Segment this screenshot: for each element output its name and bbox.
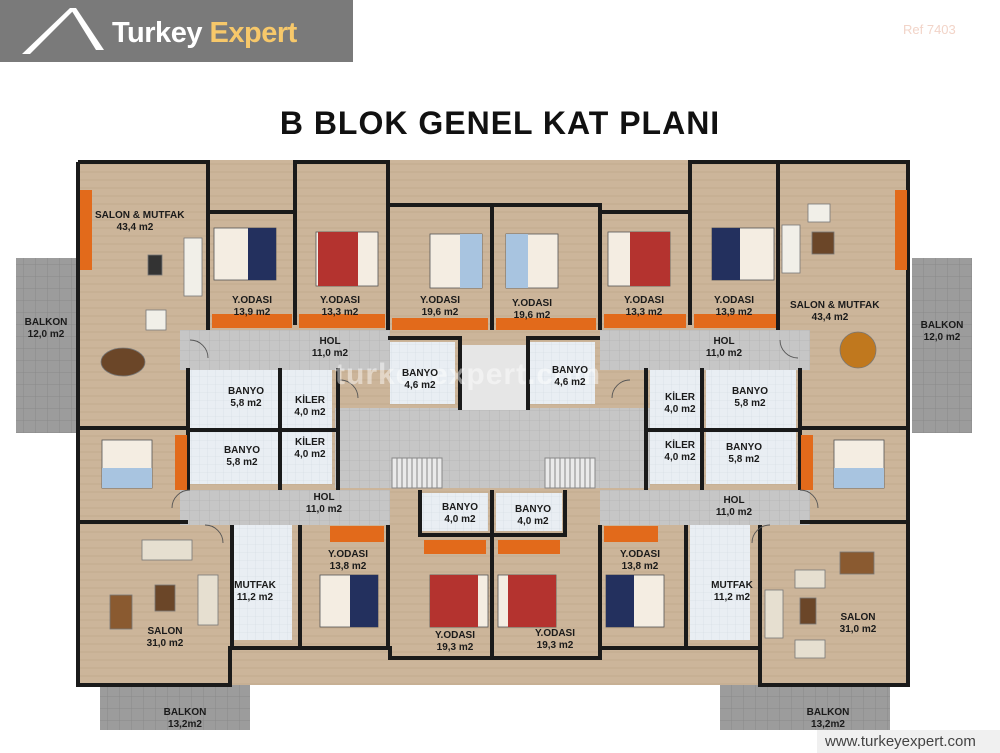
- reference-number: Ref 7403: [903, 22, 956, 37]
- balcony-right: [912, 258, 972, 433]
- footer-url[interactable]: www.turkeyexpert.com: [817, 730, 1000, 753]
- floor-plan: [16, 160, 972, 730]
- roof-logo-icon: [22, 8, 104, 54]
- brand-name: Turkey Expert: [112, 17, 297, 50]
- brand-logo: Turkey Expert: [0, 0, 353, 62]
- watermark: turkeyexpert.com: [335, 358, 602, 391]
- brand-name-part1: Turkey: [112, 17, 202, 49]
- elevator-shaft: [460, 345, 528, 410]
- balcony-left: [16, 258, 76, 433]
- brand-name-part2: Expert: [209, 17, 298, 49]
- plan-title: B BLOK GENEL KAT PLANI: [279, 105, 721, 141]
- balcony-bottom-left: [100, 680, 250, 730]
- staircase-landing: [335, 408, 650, 488]
